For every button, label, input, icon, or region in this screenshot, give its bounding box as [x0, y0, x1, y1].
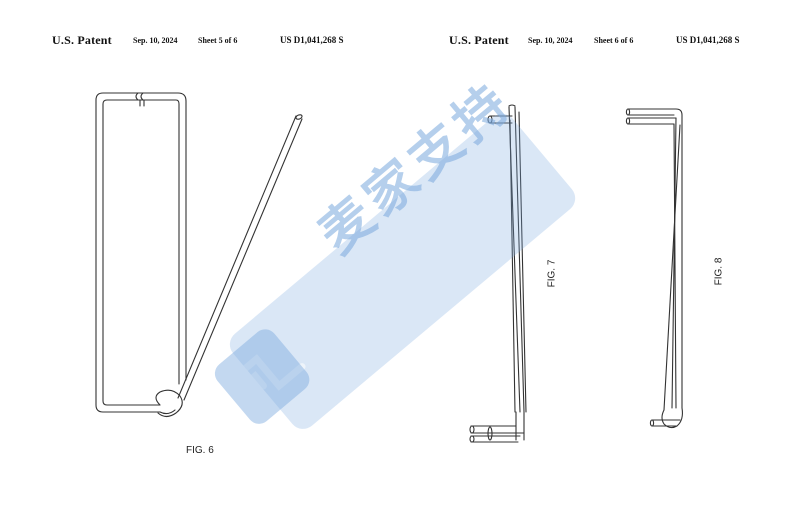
- fig8-bottom-loop: [661, 407, 683, 429]
- fig8-drawing: [625, 108, 683, 429]
- header-patent-title: U.S. Patent: [52, 33, 112, 47]
- header-patent-number: US D1,041,268 S: [676, 35, 740, 45]
- fig7-member-c: [518, 111, 527, 413]
- fig6-frame-inner: [102, 99, 161, 406]
- fig8-member-d: [663, 124, 681, 411]
- fig7-member-d: [509, 119, 516, 413]
- header-date: Sep. 10, 2024: [133, 36, 178, 45]
- header-patent-title: U.S. Patent: [449, 33, 509, 47]
- patent-sheet-right: U.S. Patent Sep. 10, 2024 Sheet 6 of 6 U…: [400, 0, 800, 520]
- fig7-member-b: [514, 106, 525, 413]
- fig6-top-wire: [137, 92, 187, 381]
- fig8-member-b: [671, 117, 677, 409]
- header-sheet-number: Sheet 6 of 6: [594, 36, 634, 45]
- header-date: Sep. 10, 2024: [528, 36, 573, 45]
- fig6-drawing: [95, 92, 303, 418]
- fig7-label: FIG. 7: [546, 259, 558, 288]
- fig8-member-c: [673, 123, 677, 409]
- fig7-drawing: [469, 104, 527, 443]
- fig8-label: FIG. 8: [713, 257, 725, 286]
- fig6-angled-rod: [177, 115, 297, 399]
- fig6-frame-outer: [95, 92, 161, 413]
- fig6-label: FIG. 6: [186, 445, 214, 456]
- patent-sheet-left: U.S. Patent Sep. 10, 2024 Sheet 5 of 6 U…: [0, 0, 400, 520]
- header-patent-number: US D1,041,268 S: [280, 35, 344, 45]
- header-sheet-number: Sheet 5 of 6: [198, 36, 238, 45]
- fig6-bottom-loop: [155, 389, 183, 418]
